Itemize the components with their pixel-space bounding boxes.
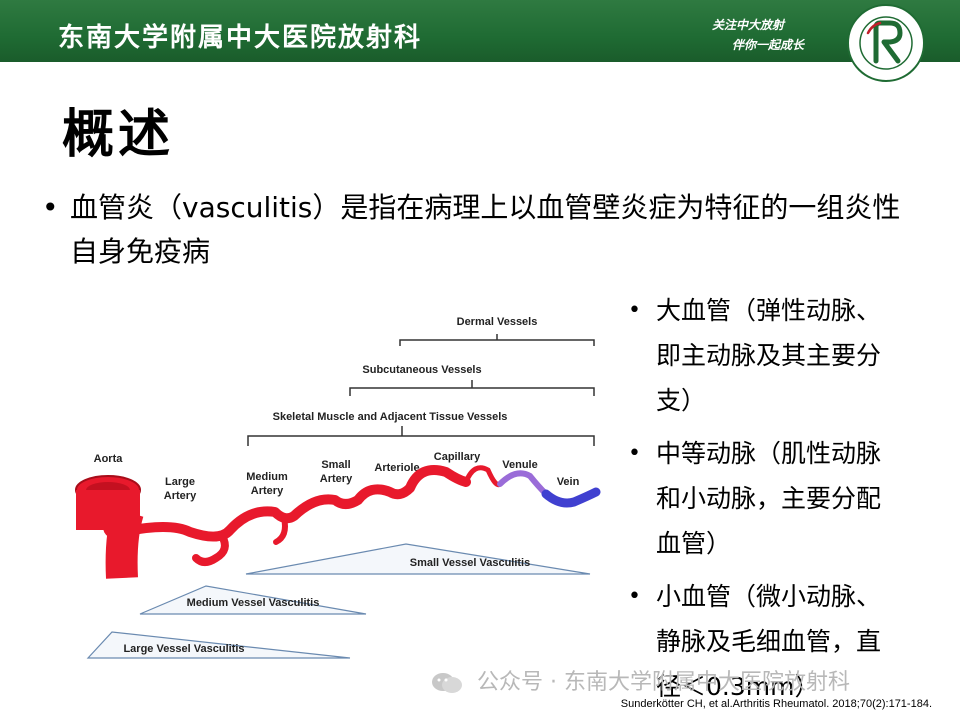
large-vessel-range-wedge xyxy=(86,631,351,659)
arteriole-label: Arteriole xyxy=(374,462,419,474)
dermal-vessels-label: Dermal Vessels xyxy=(457,316,538,328)
small-artery-label-2: Artery xyxy=(320,473,353,485)
venule-vessel xyxy=(497,470,549,497)
capillary-vessel xyxy=(463,465,503,488)
subcutaneous-bracket xyxy=(349,380,595,396)
capillary-label: Capillary xyxy=(434,451,481,463)
large-artery-label-1: Large xyxy=(165,476,195,488)
watermark-text: 公众号 · 东南大学附属中大医院放射科 xyxy=(477,670,850,695)
slogan-line-1: 关注中大放射 xyxy=(712,18,785,32)
large-artery-label-2: Artery xyxy=(164,490,197,502)
list-item-text: 大血管（弹性动脉、即主动脉及其主要分支） xyxy=(656,296,882,415)
intro-text: 血管炎（vasculitis）是指在病理上以血管壁炎症为特征的一组炎性自身免疫病 xyxy=(70,191,901,268)
skeletal-bracket xyxy=(247,426,595,446)
list-item: • 小血管（微小动脉、静脉及毛细血管，直径＜0.3mm） xyxy=(628,574,928,709)
institution-name: 东南大学附属中大医院放射科 xyxy=(58,23,423,53)
vessel-size-list: • 大血管（弹性动脉、即主动脉及其主要分支） • 中等动脉（肌性动脉和小动脉，主… xyxy=(628,288,928,717)
vein-vessel xyxy=(541,487,601,508)
subcutaneous-vessels-label: Subcutaneous Vessels xyxy=(362,364,481,376)
medium-artery-label-1: Medium xyxy=(246,471,288,483)
small-vessel-vasculitis-label: Small Vessel Vasculitis xyxy=(410,557,530,569)
medium-vessel-range-wedge xyxy=(139,585,367,615)
large-vessel-vasculitis-label: Large Vessel Vasculitis xyxy=(123,643,244,655)
dermal-bracket xyxy=(399,334,595,346)
artery-vessel xyxy=(75,465,471,579)
medium-artery-label-2: Artery xyxy=(251,485,284,497)
small-artery-label-1: Small xyxy=(321,459,350,471)
citation: Sunderkötter CH, et al.Arthritis Rheumat… xyxy=(620,698,932,710)
list-item-text: 小血管（微小动脉、静脉及毛细血管，直径＜0.3mm） xyxy=(656,582,882,701)
watermark: 公众号 · 东南大学附属中大医院放射科 xyxy=(430,664,850,696)
small-vessel-range-wedge xyxy=(245,543,591,575)
bullet-dot: • xyxy=(42,191,59,224)
list-item-text: 中等动脉（肌性动脉和小动脉，主要分配血管） xyxy=(656,439,882,558)
medium-vessel-vasculitis-label: Medium Vessel Vasculitis xyxy=(187,597,320,609)
list-item: • 大血管（弹性动脉、即主动脉及其主要分支） xyxy=(628,288,928,423)
vein-label: Vein xyxy=(557,476,580,488)
header-bar: 东南大学附属中大医院放射科 关注中大放射 伴你一起成长 xyxy=(0,0,960,62)
bullet-dot: • xyxy=(628,584,641,609)
skeletal-vessels-label: Skeletal Muscle and Adjacent Tissue Vess… xyxy=(273,411,508,423)
wechat-icon xyxy=(432,673,462,693)
venule-label: Venule xyxy=(502,459,537,471)
slogan-line-2: 伴你一起成长 xyxy=(732,38,805,52)
page-title: 概述 xyxy=(62,105,175,165)
list-item: • 中等动脉（肌性动脉和小动脉，主要分配血管） xyxy=(628,431,928,566)
aorta-label: Aorta xyxy=(94,453,124,465)
bullet-dot: • xyxy=(628,298,641,323)
hospital-logo-icon xyxy=(847,4,925,82)
bullet-dot: • xyxy=(628,441,641,466)
vessel-size-diagram: Dermal Vessels Subcutaneous Vessels Skel… xyxy=(75,316,601,659)
